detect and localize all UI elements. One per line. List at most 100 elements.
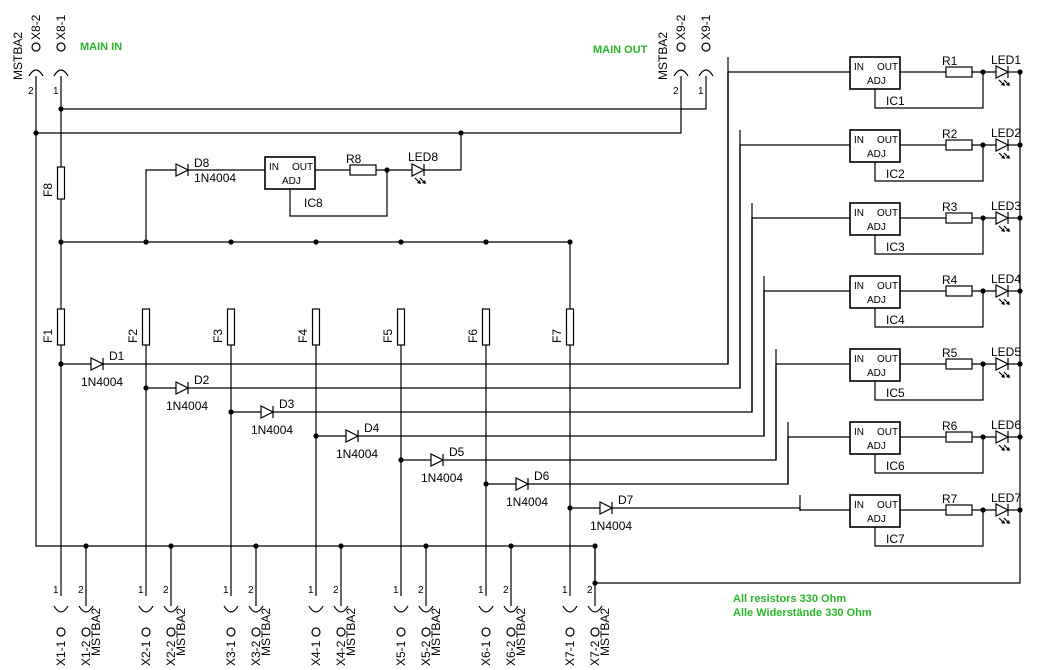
diode-label: D7 <box>618 493 634 507</box>
regulator <box>849 56 901 90</box>
regulator-adj-label: ADJ <box>867 222 886 233</box>
connector-pin-label: X1-2 <box>79 640 93 666</box>
main-through <box>61 76 707 110</box>
junction-dot <box>592 543 598 549</box>
fuse-label: F1 <box>41 329 55 343</box>
connector-type: MSTBA2 <box>429 608 443 656</box>
connector-socket <box>673 69 689 77</box>
junction-dot <box>58 239 64 245</box>
wire <box>145 169 176 242</box>
connector-pin-number: 2 <box>673 86 679 97</box>
connector-pin-number: 2 <box>587 585 593 596</box>
diode-label: D8 <box>194 156 210 170</box>
diode-label: D6 <box>534 469 550 483</box>
fuse-bus <box>61 241 571 309</box>
junction-dot <box>384 167 390 173</box>
connector-pin <box>396 627 406 637</box>
junction-dot <box>980 361 986 367</box>
regulator-name: IC2 <box>886 167 905 181</box>
regulator <box>849 129 901 163</box>
regulator-in-label: IN <box>854 500 864 511</box>
diode-part: 1N4004 <box>166 399 208 413</box>
connector-socket <box>393 605 409 613</box>
regulator-out-label: OUT <box>877 135 898 146</box>
led-light-arrow-head <box>417 180 421 184</box>
channel-feed <box>787 436 850 484</box>
junction-dot <box>228 239 234 245</box>
connector-pin-label: X3-1 <box>224 640 238 666</box>
diode <box>515 477 530 491</box>
regulator-adj-label: ADJ <box>867 514 886 525</box>
connector-type: MSTBA2 <box>174 608 188 656</box>
connector-type: MSTBA2 <box>598 608 612 656</box>
connector-pin-number: 1 <box>393 585 399 596</box>
resistor <box>945 139 973 151</box>
junction-dot <box>592 580 598 586</box>
led-light-arrow-head <box>1001 447 1005 451</box>
connector-socket <box>698 69 714 77</box>
connector-socket <box>562 605 578 613</box>
led-light-arrow-head <box>1006 155 1010 159</box>
led-light-arrow-head <box>1006 447 1010 451</box>
resistor <box>945 212 973 224</box>
connector-pin-label: X1-1 <box>54 640 68 666</box>
connector-socket <box>478 605 494 613</box>
wire <box>874 510 984 547</box>
wire <box>874 218 984 255</box>
diode <box>345 429 360 443</box>
junction-dot <box>1017 215 1023 221</box>
connector-pin <box>481 627 491 637</box>
regulator-in-label: IN <box>854 135 864 146</box>
led-label: LED8 <box>408 150 438 164</box>
connector-pin-number: 1 <box>53 86 59 97</box>
regulator-out-label: OUT <box>292 162 313 173</box>
wire <box>612 507 801 511</box>
junction-dot <box>980 142 986 148</box>
fuse-label: F7 <box>550 329 564 343</box>
resistor-label: R7 <box>942 492 958 506</box>
regulator-out-label: OUT <box>877 281 898 292</box>
diode-label: D2 <box>194 373 210 387</box>
resistor <box>945 358 973 370</box>
led-label: LED2 <box>991 126 1021 140</box>
diode-part: 1N4004 <box>506 495 548 509</box>
diode <box>175 163 190 177</box>
junction-dot <box>253 543 259 549</box>
led-label: LED7 <box>991 491 1021 505</box>
fuse-label: F5 <box>381 329 395 343</box>
regulator-adj-label: ADJ <box>867 295 886 306</box>
led-light-arrow-head <box>1001 82 1005 86</box>
fuse <box>481 308 491 346</box>
resistor-label: R1 <box>942 54 958 68</box>
connector-socket <box>163 605 179 613</box>
resistor <box>945 431 973 443</box>
connector-pin-number: 1 <box>223 585 229 596</box>
connector-type: MSTBA2 <box>259 608 273 656</box>
connector-pin-label: X3-2 <box>249 640 263 666</box>
regulator-in-label: IN <box>854 62 864 73</box>
regulator-in-label: IN <box>269 162 279 173</box>
connector-socket <box>53 605 69 613</box>
connector-pin <box>676 42 686 52</box>
diode-part: 1N4004 <box>590 519 632 533</box>
connector-pin-label: X7-2 <box>588 640 602 666</box>
diode-part: 1N4004 <box>194 171 236 185</box>
fuse-label: F4 <box>296 329 310 343</box>
wire <box>528 438 789 485</box>
diode-label: D1 <box>109 349 125 363</box>
connector-pin <box>141 627 151 637</box>
diode <box>175 381 190 395</box>
led-light-arrow-head <box>1006 301 1010 305</box>
diode <box>260 405 275 419</box>
resistor <box>945 66 973 78</box>
junction-dot <box>980 215 986 221</box>
channel-feed <box>799 508 850 511</box>
wire <box>874 72 984 109</box>
regulator-adj-label: ADJ <box>867 149 886 160</box>
regulator-name: IC4 <box>886 313 905 327</box>
resistor-label: R5 <box>942 346 958 360</box>
junction-dot <box>423 543 429 549</box>
fuse <box>311 308 321 346</box>
wire <box>273 219 753 413</box>
regulator-name: IC5 <box>886 386 905 400</box>
